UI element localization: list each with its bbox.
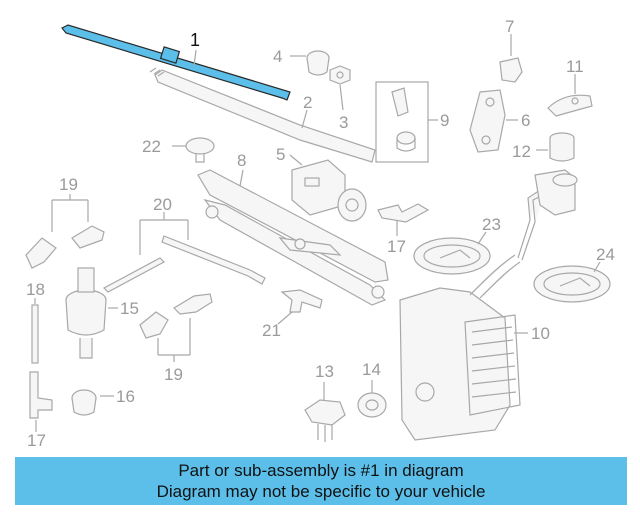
callout-19-lower: 19 (164, 365, 183, 384)
banner-line-2: Diagram may not be specific to your vehi… (156, 482, 486, 501)
leader-19-upper (51, 194, 89, 232)
callout-20: 20 (153, 195, 172, 214)
washer-jets-part-19-lower (139, 293, 213, 339)
callout-14: 14 (362, 360, 381, 379)
banner-line-1: Part or sub-assembly is #1 in diagram (178, 461, 464, 480)
callout-16: 16 (116, 387, 135, 406)
washer-jets-part-19-upper (25, 225, 105, 269)
parts-diagram: 1 2 3 4 5 6 7 (25, 17, 615, 450)
callout-6: 6 (521, 111, 530, 130)
grommet-part-7 (499, 57, 523, 83)
callout-21: 21 (262, 321, 281, 340)
callout-12: 12 (512, 142, 531, 161)
leader-20 (139, 212, 189, 255)
nozzle-part-11 (547, 94, 593, 117)
callout-7: 7 (505, 17, 514, 36)
hose-part-18 (31, 304, 39, 364)
wiper-arm-part-2 (149, 67, 376, 163)
wiper-linkage-part-8 (197, 169, 389, 306)
leader-2 (301, 109, 308, 129)
callout-17-upper: 17 (387, 237, 406, 256)
y-connector-part-21 (280, 289, 323, 313)
grommet-part-14 (357, 392, 387, 418)
filler-cap-part-12 (549, 132, 575, 162)
washer-pump-part-15 (65, 267, 107, 359)
callout-13: 13 (315, 362, 334, 381)
leader-24 (593, 261, 601, 273)
callout-11: 11 (566, 57, 584, 76)
hoses-part-20 (103, 235, 266, 293)
callout-1: 1 (190, 30, 200, 50)
leader-5 (289, 154, 303, 166)
callout-22: 22 (142, 137, 161, 156)
wiper-blade-part-1[interactable] (61, 24, 291, 101)
nozzle-housing-part-23 (413, 237, 491, 275)
callout-8: 8 (237, 151, 246, 170)
callout-2: 2 (303, 93, 312, 112)
leader-19-lower (157, 318, 191, 362)
washer-reservoir-part-10 (399, 169, 578, 441)
callout-10: 10 (531, 324, 550, 343)
callout-4: 4 (273, 47, 282, 66)
leader-8 (239, 169, 244, 187)
callout-3: 3 (339, 113, 348, 132)
callout-15: 15 (120, 299, 139, 318)
cap-part-4 (306, 50, 330, 76)
bracket-part-6 (469, 89, 506, 153)
connector-part-17-upper (377, 203, 430, 223)
leader-3 (339, 84, 344, 111)
callout-24: 24 (596, 245, 615, 264)
callout-19-upper: 19 (59, 175, 78, 194)
nut-part-3 (329, 65, 351, 85)
clip-part-22 (185, 137, 215, 163)
callout-17-lower: 17 (27, 431, 46, 450)
grommet-part-16 (71, 389, 97, 416)
nozzle-housing-part-24 (533, 265, 611, 303)
callout-5: 5 (276, 145, 285, 164)
leader-1 (193, 49, 197, 67)
hardware-kit-part-9 (375, 81, 429, 163)
callout-9: 9 (440, 111, 449, 130)
pump-connector-part-13 (304, 399, 346, 442)
leader-21 (277, 311, 293, 325)
info-banner: Part or sub-assembly is #1 in diagram Di… (15, 457, 627, 505)
leader-23 (477, 231, 487, 245)
wiper-motor-part-5 (291, 159, 367, 222)
callout-23: 23 (482, 215, 501, 234)
callout-18: 18 (26, 280, 45, 299)
connector-part-17-lower (29, 371, 53, 419)
